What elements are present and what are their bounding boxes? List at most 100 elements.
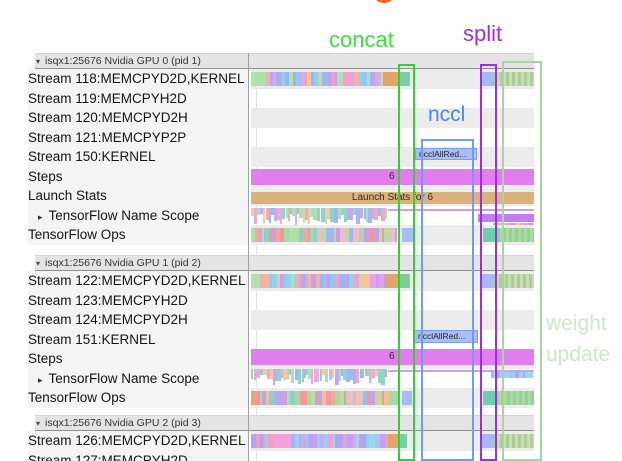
name-scope-mini-bar[interactable] bbox=[385, 207, 387, 219]
name-scope-mini-bar[interactable] bbox=[329, 369, 332, 381]
name-scope-mini-bar[interactable] bbox=[267, 369, 270, 379]
trace-event[interactable] bbox=[402, 390, 412, 405]
name-scope-mini-bar[interactable] bbox=[303, 207, 305, 223]
name-scope-mini-bar[interactable] bbox=[298, 369, 301, 385]
small-event[interactable] bbox=[491, 372, 493, 378]
name-scope-mini-bar[interactable] bbox=[270, 369, 273, 380]
trace-events-striped[interactable] bbox=[494, 71, 534, 86]
small-event[interactable] bbox=[499, 372, 501, 378]
name-scope-mini-bar[interactable] bbox=[254, 207, 257, 224]
small-event[interactable] bbox=[523, 372, 525, 378]
small-event[interactable] bbox=[496, 372, 499, 378]
small-event[interactable] bbox=[519, 372, 523, 378]
name-scope-mini-bar[interactable] bbox=[289, 369, 291, 375]
nccl-allreduce-event[interactable]: ncclAllRed... bbox=[415, 147, 477, 160]
name-scope-mini-bar[interactable] bbox=[371, 369, 375, 378]
small-event[interactable] bbox=[529, 372, 533, 378]
name-scope-mini-bar[interactable] bbox=[356, 207, 360, 225]
name-scope-mini-bar[interactable] bbox=[288, 207, 290, 222]
name-scope-mini-bar[interactable] bbox=[287, 369, 289, 380]
name-scope-mini-bar[interactable] bbox=[332, 369, 334, 379]
name-scope-mini-bar[interactable] bbox=[260, 207, 263, 214]
name-scope-mini-bar[interactable] bbox=[292, 207, 295, 217]
name-scope-mini-bar[interactable] bbox=[385, 369, 387, 378]
name-scope-mini-bar[interactable] bbox=[295, 207, 297, 226]
name-scope-mini-bar[interactable] bbox=[321, 207, 325, 222]
name-scope-mini-bar[interactable] bbox=[351, 207, 353, 220]
name-scope-mini-bar[interactable] bbox=[277, 369, 281, 381]
name-scope-events[interactable] bbox=[251, 207, 387, 226]
trace-event[interactable] bbox=[388, 433, 400, 448]
track-label[interactable]: ▸TensorFlow Name Scope bbox=[28, 208, 256, 223]
name-scope-mini-bar[interactable] bbox=[263, 369, 267, 376]
name-scope-mini-bar[interactable] bbox=[277, 207, 280, 221]
name-scope-mini-bar[interactable] bbox=[280, 207, 282, 225]
name-scope-mini-bar[interactable] bbox=[344, 207, 347, 222]
name-scope-mini-bar[interactable] bbox=[269, 207, 271, 223]
name-scope-mini-bar[interactable] bbox=[286, 207, 288, 218]
collapse-triangle-icon[interactable]: ▾ bbox=[36, 419, 41, 428]
name-scope-mini-bar[interactable] bbox=[375, 369, 378, 376]
name-scope-mini-bar[interactable] bbox=[360, 207, 363, 218]
small-event[interactable] bbox=[517, 372, 519, 378]
name-scope-mini-bar[interactable] bbox=[291, 369, 294, 384]
name-scope-mini-bar[interactable] bbox=[330, 207, 334, 223]
name-scope-mini-bar[interactable] bbox=[372, 207, 374, 220]
small-event[interactable] bbox=[513, 372, 515, 378]
name-scope-mini-bar[interactable] bbox=[378, 369, 381, 383]
trace-event[interactable] bbox=[478, 213, 534, 222]
trace-event[interactable] bbox=[398, 273, 410, 288]
small-event[interactable] bbox=[525, 372, 529, 378]
name-scope-mini-bar[interactable] bbox=[378, 207, 381, 217]
trace-events-dense[interactable] bbox=[251, 390, 399, 405]
name-scope-mini-bar[interactable] bbox=[346, 369, 350, 382]
name-scope-mini-bar[interactable] bbox=[304, 369, 306, 379]
small-event[interactable] bbox=[493, 372, 496, 378]
name-scope-mini-bar[interactable] bbox=[283, 369, 287, 381]
name-scope-mini-bar[interactable] bbox=[341, 207, 344, 216]
name-scope-mini-bar[interactable] bbox=[353, 369, 356, 384]
trace-event[interactable] bbox=[483, 390, 495, 405]
name-scope-mini-bar[interactable] bbox=[338, 207, 341, 219]
section-header[interactable] bbox=[35, 255, 534, 271]
name-scope-mini-bar[interactable] bbox=[306, 369, 308, 376]
name-scope-mini-bar[interactable] bbox=[327, 207, 330, 219]
name-scope-mini-bar[interactable] bbox=[281, 369, 283, 379]
name-scope-mini-bar[interactable] bbox=[347, 207, 351, 221]
name-scope-mini-bar[interactable] bbox=[364, 207, 366, 219]
name-scope-mini-bar[interactable] bbox=[368, 207, 372, 223]
name-scope-mini-bar[interactable] bbox=[263, 207, 265, 224]
name-scope-mini-bar[interactable] bbox=[297, 207, 299, 214]
trace-events-dense[interactable] bbox=[251, 433, 388, 448]
name-scope-mini-bar[interactable] bbox=[365, 369, 369, 376]
name-scope-mini-bar[interactable] bbox=[257, 207, 260, 215]
name-scope-mini-bar[interactable] bbox=[343, 369, 346, 380]
section-header-label[interactable]: ▾isqx1:25676 Nvidia GPU 2 (pid 3) bbox=[36, 417, 201, 429]
track-label[interactable]: ▸TensorFlow Name Scope bbox=[28, 371, 256, 386]
name-scope-mini-bar[interactable] bbox=[341, 369, 343, 377]
name-scope-mini-bar[interactable] bbox=[334, 207, 338, 223]
trace-events-dense[interactable] bbox=[251, 71, 383, 86]
name-scope-mini-bar[interactable] bbox=[325, 207, 327, 224]
small-event[interactable] bbox=[505, 372, 509, 378]
name-scope-mini-bar[interactable] bbox=[299, 207, 303, 218]
name-scope-mini-bar[interactable] bbox=[251, 207, 254, 217]
section-header-label[interactable]: ▾isqx1:25676 Nvidia GPU 0 (pid 1) bbox=[36, 55, 201, 67]
name-scope-mini-bar[interactable] bbox=[317, 207, 320, 222]
name-scope-events[interactable] bbox=[251, 369, 387, 386]
name-scope-mini-bar[interactable] bbox=[308, 207, 310, 225]
name-scope-mini-bar[interactable] bbox=[320, 369, 322, 382]
step-banner[interactable] bbox=[251, 169, 534, 185]
section-header[interactable] bbox=[35, 415, 534, 431]
name-scope-mini-bar[interactable] bbox=[374, 207, 378, 221]
trace-events-striped[interactable] bbox=[497, 227, 534, 242]
name-scope-mini-bar[interactable] bbox=[366, 207, 368, 222]
name-scope-mini-bar[interactable] bbox=[311, 369, 313, 385]
name-scope-mini-bar[interactable] bbox=[305, 207, 308, 220]
small-event[interactable] bbox=[515, 372, 517, 378]
trace-event[interactable] bbox=[402, 227, 413, 242]
name-scope-mini-bar[interactable] bbox=[356, 369, 359, 383]
step-banner[interactable] bbox=[251, 191, 534, 204]
trace-event[interactable] bbox=[385, 273, 398, 288]
name-scope-mini-bar[interactable] bbox=[302, 369, 304, 382]
